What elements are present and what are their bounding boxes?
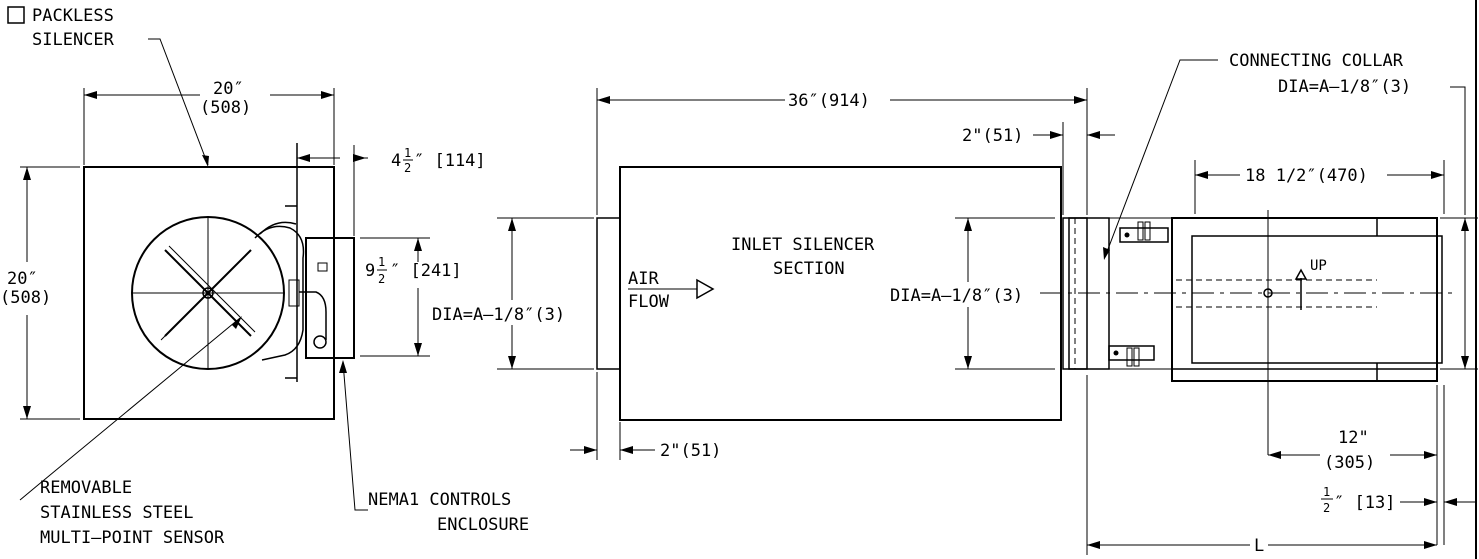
silencer-length-dim: 36″(914) bbox=[788, 91, 870, 111]
damper-view: CONNECTING COLLAR UP 18 1/2″(470) bbox=[1060, 0, 1478, 559]
up-label: UP bbox=[1310, 258, 1327, 274]
end-view-height-dim: 20″ bbox=[7, 269, 38, 289]
lip-dim-num: 1 bbox=[1323, 485, 1330, 499]
damper-outlet-dia-dim: DIA=A–1/8″(3) bbox=[1278, 77, 1411, 97]
offset-dim-2: (305) bbox=[1324, 453, 1375, 473]
option-leader bbox=[148, 38, 209, 166]
sensor-note-1: REMOVABLE bbox=[40, 478, 132, 498]
enclosure-height-den: 2 bbox=[378, 272, 385, 286]
sensor-note-2: STAINLESS STEEL bbox=[40, 503, 194, 523]
section-title-1: INLET SILENCER bbox=[731, 235, 875, 255]
enclosure-note-2: ENCLOSURE bbox=[437, 515, 529, 535]
option-leader-arrow bbox=[202, 155, 209, 167]
enclosure-height-dim: 9 bbox=[365, 261, 375, 281]
end-view-width-dim-mm: (508) bbox=[200, 98, 251, 118]
lip-dim-rest: ″ [13] bbox=[1334, 493, 1395, 513]
enclosure-height-rest: ″ [241] bbox=[390, 261, 462, 281]
damper-inner-sleeve bbox=[1191, 235, 1443, 364]
sensor-note-3: MULTI–POINT SENSOR bbox=[40, 528, 225, 548]
inlet-dia-dim: DIA=A–1/8″(3) bbox=[432, 305, 565, 325]
controls-enclosure bbox=[305, 237, 355, 359]
section-title-2: SECTION bbox=[773, 259, 845, 279]
enclosure-offset-den: 2 bbox=[404, 161, 411, 175]
end-view-height-dim-mm: (508) bbox=[0, 288, 51, 308]
end-view-width-dim: 20″ bbox=[213, 79, 244, 99]
end-view: 20″ (508) 20″ (508) bbox=[0, 79, 529, 548]
option-checkbox[interactable] bbox=[7, 6, 25, 24]
enclosure-offset-num: 1 bbox=[404, 146, 411, 160]
end-view-housing bbox=[83, 166, 335, 420]
airflow-label-1: AIR bbox=[628, 269, 659, 289]
outlet-dia-dim: DIA=A–1/8″(3) bbox=[890, 286, 1023, 306]
damper-body-length-dim: 18 1/2″(470) bbox=[1245, 166, 1368, 186]
inlet-spigot-dim: 2"(51) bbox=[660, 441, 721, 461]
collar-length-dim: 2"(51) bbox=[962, 126, 1023, 146]
offset-dim-1: 12" bbox=[1338, 428, 1369, 448]
option-label: PACKLESS bbox=[32, 6, 114, 26]
damper-casing bbox=[1171, 217, 1438, 382]
lip-dim-den: 2 bbox=[1323, 501, 1330, 515]
silencer-view: 36″(914) 2"(51) 2"(51) DIA=A–1/8″(3) INL… bbox=[432, 88, 1115, 461]
enclosure-offset-dim: 4 bbox=[391, 151, 401, 171]
connecting-collar-label: CONNECTING COLLAR bbox=[1229, 51, 1404, 71]
enclosure-height-num: 1 bbox=[378, 255, 385, 269]
airflow-label-2: FLOW bbox=[628, 292, 670, 312]
enclosure-note-1: NEMA1 CONTROLS bbox=[368, 490, 511, 510]
overall-length-dim: L bbox=[1254, 536, 1264, 556]
option-label-2: SILENCER bbox=[32, 30, 115, 50]
enclosure-offset-rest: ″ [114] bbox=[414, 151, 486, 171]
